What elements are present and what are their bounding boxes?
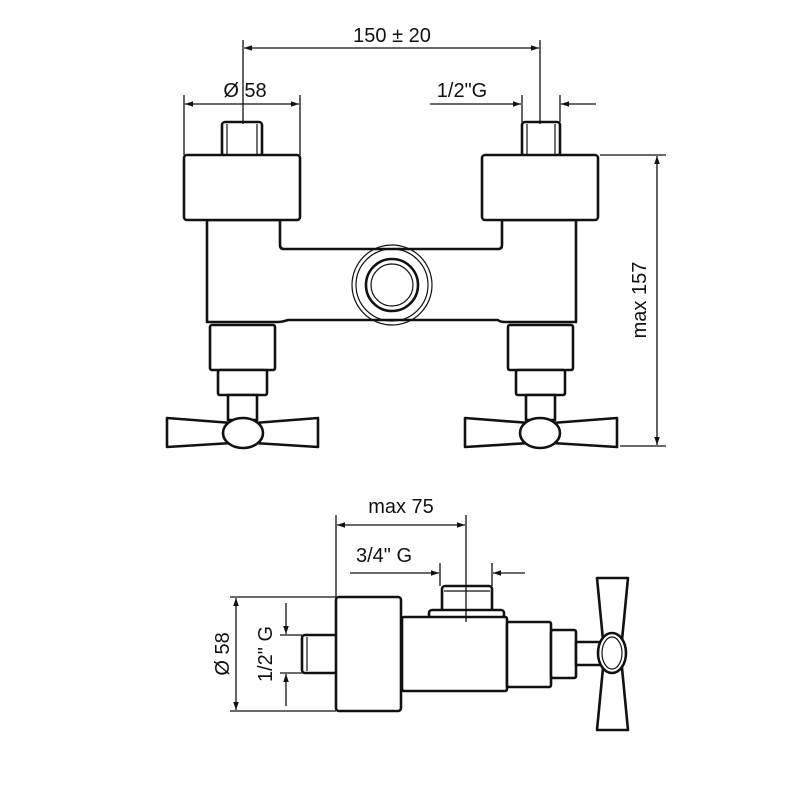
right-inlet-nipple [520,120,562,158]
side-valve-housing [505,620,553,689]
dim-side-diameter-label: Ø 58 [212,632,234,675]
dim-outlet-thread-label: 3/4" G [356,545,412,567]
dim-side-inlet-thread-label: 1/2" G [255,626,277,682]
outlet-connection [351,244,433,326]
dimension-cap-diameter: Ø 58 [183,80,301,155]
dimension-side-inlet-thread: 1/2" G [255,603,302,706]
front-view-mixer: 150 ± 20 Ø 58 1/2"G max 157 [165,25,666,450]
dim-height-label: max 157 [629,262,651,339]
side-inlet-nipple [300,633,339,675]
side-view-mixer: max 75 3/4" G Ø 58 1/2" G [212,496,630,732]
mixer-body [205,218,578,324]
left-inlet-nipple [220,120,264,158]
dim-depth-label: max 75 [368,496,434,518]
dim-centers-label: 150 ± 20 [353,25,431,47]
side-cap [334,595,403,713]
dim-cap-diameter-label: Ø 58 [223,80,266,102]
dimension-height: max 157 [600,154,666,447]
dimension-depth: max 75 [335,496,467,622]
right-valve [463,323,619,450]
dimension-side-diameter: Ø 58 [212,596,336,712]
side-valve-nut [549,628,578,680]
dim-inlet-thread-label: 1/2"G [437,80,487,102]
dimension-centers: 150 ± 20 [242,25,541,124]
dimension-inlet-thread: 1/2"G [430,80,596,122]
right-cap [480,153,600,222]
left-cap [182,153,302,222]
side-body [400,615,509,693]
dimension-outlet-thread: 3/4" G [350,545,525,586]
left-valve [165,323,320,450]
